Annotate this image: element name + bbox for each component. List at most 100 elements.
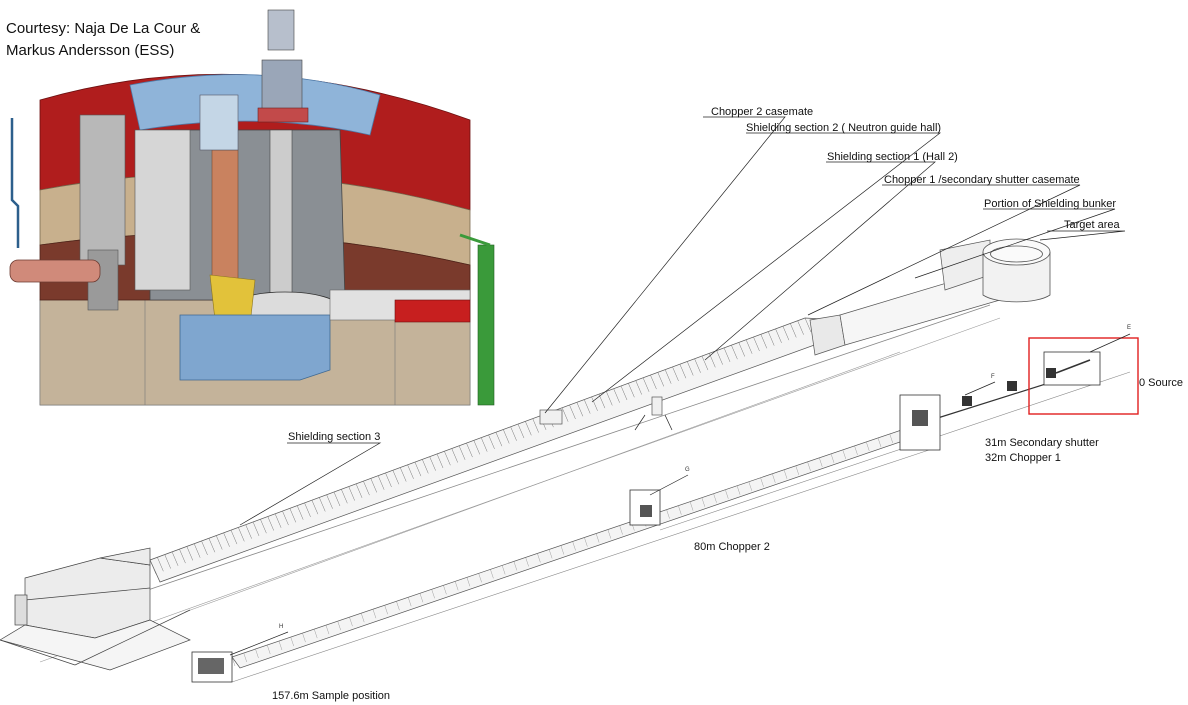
guide-segment [748,481,753,491]
guide-segment [302,633,306,643]
shielding-segment [282,510,289,526]
guide-segment [255,648,259,659]
shielding-segment [385,472,392,488]
guide-segment [443,585,447,595]
shielding-line [0,239,1001,663]
label-shielding-section-2: Shielding section 2 ( Neutron guide hall… [746,122,942,134]
shielding-segment [731,345,738,360]
guide-segment [572,541,576,551]
shielding-segment [480,437,488,452]
guide-segment [795,465,799,475]
shielding-segment [738,342,745,357]
shielding-segment [363,481,370,496]
shielding-segment [407,464,414,479]
label-secondary-shutter: 31m Secondary shutter [985,437,1099,449]
label-source: 0 Source [1139,377,1184,389]
shielding-segment [782,326,790,341]
guide-segment [842,449,846,459]
shielding-segment [238,527,245,542]
shielding-segment [760,334,768,349]
guide-segment [525,557,529,567]
shielding-segment [414,462,422,477]
guide-segment [772,473,776,483]
shielding-segment [458,445,466,460]
shielding-segment [319,497,326,512]
shielding-segment [790,323,797,338]
guide-segment [678,505,682,515]
guide-segment [231,656,236,667]
neutron-guide [231,369,1131,683]
shielding-segment [208,538,216,553]
shielding-segment [451,448,458,463]
guide-segment [736,485,741,495]
shielding-segment [664,369,672,384]
shielding-segment [370,478,378,493]
shielding-segment [620,385,628,401]
guide-segment [478,573,482,583]
shielding-segment [532,418,539,433]
guide-segment [866,441,870,451]
shielding-segment [179,549,186,564]
guide-segment [548,549,553,559]
shielding-segment [274,513,282,528]
label-g: G [685,467,690,473]
shielding-segment [326,494,333,509]
shielding-segment [436,453,444,469]
shielding-segment [679,364,687,379]
guide-segment [431,589,435,599]
shielding-segment [694,358,701,373]
component-f-1 [962,396,972,406]
shielding-segment [561,407,569,422]
shielding-segment [701,355,709,371]
shielding-segment [392,470,400,485]
shielding-segment [650,375,657,390]
label-e: E [1127,325,1132,331]
shielding-segment [583,399,591,414]
shielding-segment [525,421,532,436]
shielding-segment [399,467,407,482]
shielding-segment [745,339,753,354]
guide-segment [501,565,506,575]
guide-segment [361,613,365,623]
guide-segment [243,652,247,663]
shielding-segment [429,456,436,471]
guide-segment [396,601,400,611]
chopper-1-box [899,394,941,451]
guide-segment [830,453,835,463]
guide-segment [607,529,612,539]
shielding-segment [304,502,311,517]
experimental-building [0,547,191,671]
guide-segment [490,569,494,579]
shielding-segment [642,377,650,392]
guide-segment [314,629,318,639]
shielding-segment [348,486,355,501]
shielding-segment [289,508,297,523]
guide-segment [725,489,729,499]
label-h: H [279,624,284,630]
shielding-segment [157,557,164,572]
guide-segment [407,597,412,607]
shielding-segment [503,429,510,444]
label-shielding-section-1: Shielding section 1 (Hall 2) [827,151,958,163]
shielding-segment [186,546,194,561]
shielding-segment [672,366,679,382]
shielding-segment [223,532,230,547]
component-f-2 [1007,381,1017,391]
label-sample-position: 157.6m Sample position [272,690,391,702]
shielding-segment [245,524,252,539]
shielding-segment [775,328,782,343]
guide-segment [337,621,341,631]
shielding-segment [797,320,804,335]
shielding-segment [510,426,517,441]
guide-segment [513,561,518,571]
guide-segment [689,501,694,511]
shielding-segment [260,519,267,534]
label-chopper-1: 32m Chopper 1 [985,452,1061,464]
sample-box [191,651,233,683]
shielding-segment [576,402,584,417]
shielding-segment [164,554,171,569]
shielding-segment [422,459,429,474]
shielding-segment [716,350,723,365]
shielding-segment [598,394,606,409]
shielding-segment [311,500,319,515]
